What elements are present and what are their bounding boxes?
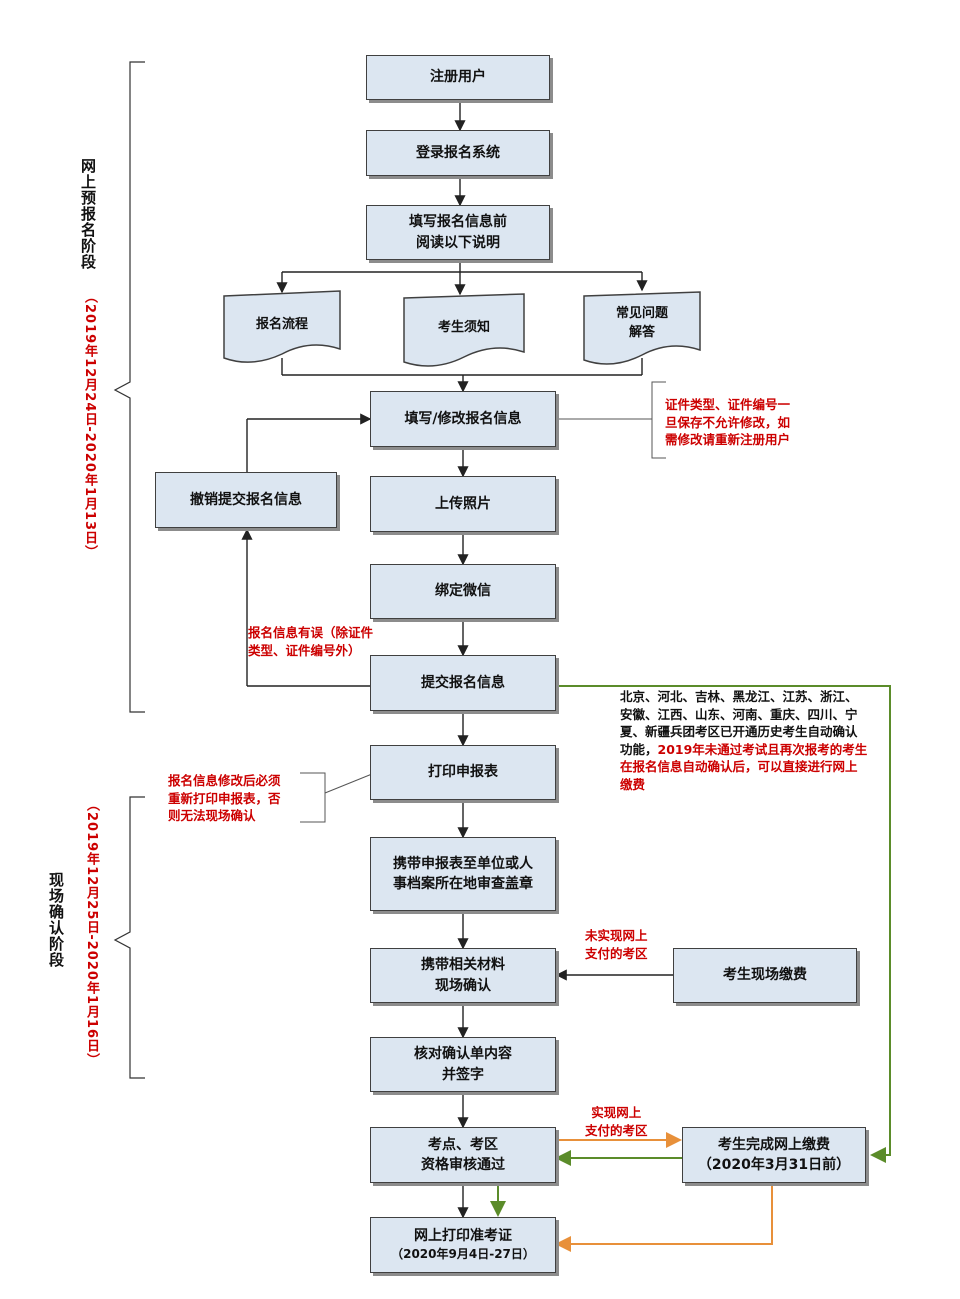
register-box: 注册用户 bbox=[366, 55, 550, 100]
login-box: 登录报名系统 bbox=[366, 130, 550, 176]
onsite-confirm-box: 携带相关材料现场确认 bbox=[370, 948, 556, 1003]
doc-faq-label: 常见问题解答 bbox=[615, 306, 668, 340]
doc-process-label: 报名流程 bbox=[255, 317, 308, 332]
qualification-passed-box: 考点、考区资格审核通过 bbox=[370, 1127, 556, 1183]
stamp-review-box: 携带申报表至单位或人事档案所在地审查盖章 bbox=[370, 837, 556, 911]
stage1-dates: （2019年12月24日-2020年1月13日） bbox=[82, 290, 97, 560]
read-instructions-box: 填写报名信息前阅读以下说明 bbox=[366, 205, 550, 260]
info-error-note: 报名信息有误（除证件 类型、证件编号外） bbox=[248, 625, 374, 658]
doc-notice bbox=[403, 293, 525, 367]
reprint-note: 报名信息修改后必须 重新打印申报表，否 则无法现场确认 bbox=[168, 773, 281, 823]
online-payment-box: 考生完成网上缴费（2020年3月31日前） bbox=[682, 1127, 866, 1183]
stage1-label: 网上预报名阶段 bbox=[79, 158, 97, 270]
onsite-payment-box: 考生现场缴费 bbox=[673, 948, 857, 1003]
verify-sign-box: 核对确认单内容并签字 bbox=[370, 1037, 556, 1092]
auto-confirm-regions-note: 北京、河北、吉林、黑龙江、江苏、浙江、 安徽、江西、山东、河南、重庆、四川、宁 … bbox=[620, 689, 868, 792]
print-form-box: 打印申报表 bbox=[370, 745, 556, 800]
stage2-brace bbox=[113, 796, 145, 1079]
online-payment-note: 实现网上 支付的考区 bbox=[585, 1105, 648, 1138]
cancel-submit-box: 撤销提交报名信息 bbox=[155, 472, 337, 528]
upload-photo-box: 上传照片 bbox=[370, 476, 556, 532]
fill-info-box: 填写/修改报名信息 bbox=[370, 391, 556, 447]
submit-info-box: 提交报名信息 bbox=[370, 655, 556, 711]
stage2-dates: （2019年12月25日-2020年1月16日） bbox=[84, 798, 99, 1068]
bind-wechat-box: 绑定微信 bbox=[370, 564, 556, 619]
stage2-label: 现场确认阶段 bbox=[47, 872, 65, 968]
id-change-note: 证件类型、证件编号一 旦保存不允许修改，如 需修改请重新注册用户 bbox=[665, 397, 791, 447]
doc-notice-label: 考生须知 bbox=[437, 320, 490, 335]
doc-process bbox=[223, 290, 341, 363]
no-online-payment-note: 未实现网上 支付的考区 bbox=[585, 928, 648, 961]
stage1-brace bbox=[113, 61, 145, 713]
doc-faq bbox=[583, 291, 701, 365]
print-admission-box: 网上打印准考证（2020年9月4日-27日） bbox=[370, 1217, 556, 1273]
